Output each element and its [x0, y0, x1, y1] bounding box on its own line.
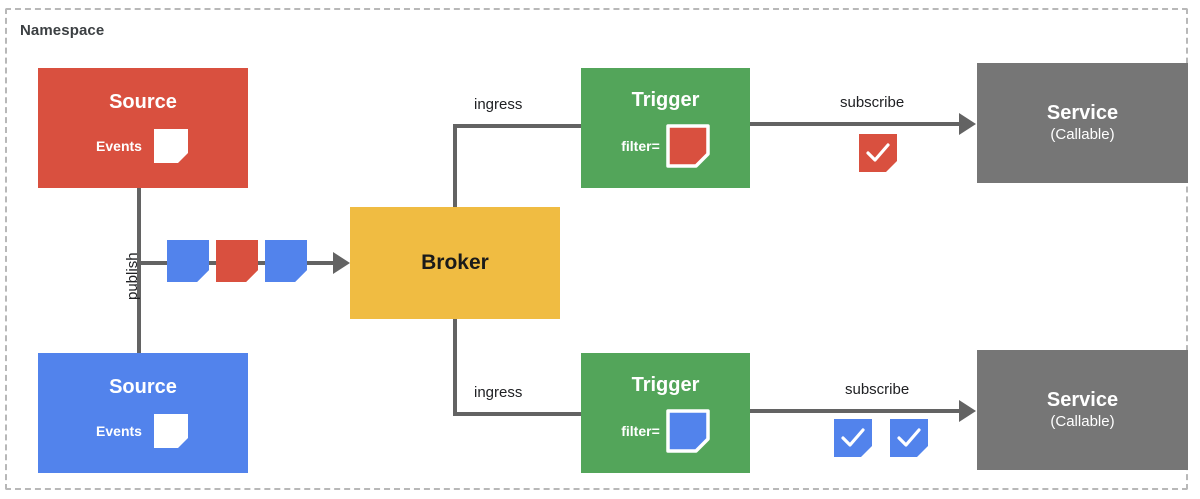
source-blue-events-label: Events: [96, 423, 142, 439]
publish-trunk-line: [137, 180, 141, 360]
ingress-bottom-horizontal-line: [453, 412, 583, 416]
trigger-top-filter-row: filter=: [621, 123, 710, 168]
broker-title: Broker: [421, 251, 489, 275]
event-document-icon: [152, 412, 190, 450]
event-document-icon: [265, 240, 307, 282]
subscribe-bottom-arrowhead: [959, 400, 976, 422]
service-top-title: Service: [1046, 101, 1119, 124]
subscribe-top-label: subscribe: [840, 94, 905, 111]
trigger-bottom-filter-row: filter=: [621, 408, 710, 453]
source-blue-title: Source: [109, 376, 177, 398]
subscribe-top-arrowhead: [959, 113, 976, 135]
trigger-bottom-title: Trigger: [631, 373, 700, 396]
trigger-node-bottom[interactable]: Trigger filter=: [581, 353, 750, 473]
delivery-badge-bottom-blue-1: [834, 419, 872, 462]
trigger-bottom-filter-label: filter=: [621, 422, 660, 439]
ingress-bottom-vertical-line: [453, 317, 457, 416]
event-document-icon: [152, 127, 190, 165]
event-document-icon: [167, 240, 209, 282]
source-node-red[interactable]: Source Events: [38, 68, 248, 188]
trigger-node-top[interactable]: Trigger filter=: [581, 68, 750, 188]
red-check-badge-icon: [859, 134, 897, 172]
source-red-events-label: Events: [96, 138, 142, 154]
event-chip-red-1: [216, 240, 258, 287]
trigger-top-filter-label: filter=: [621, 137, 660, 154]
blue-check-badge-icon: [834, 419, 872, 457]
service-node-bottom[interactable]: Service (Callable): [977, 350, 1188, 470]
service-top-subtitle: (Callable): [1050, 125, 1115, 143]
event-chip-blue-2: [265, 240, 307, 287]
broker-node[interactable]: Broker: [350, 207, 560, 319]
event-chip-blue-1: [167, 240, 209, 287]
publish-label: publish: [124, 252, 141, 300]
service-bottom-title: Service: [1046, 388, 1119, 411]
subscribe-top-line: [750, 122, 965, 126]
source-red-events-row: Events: [96, 127, 190, 165]
service-node-top[interactable]: Service (Callable): [977, 63, 1188, 183]
ingress-top-label: ingress: [474, 96, 523, 113]
red-event-filter-icon: [666, 123, 710, 168]
ingress-top-horizontal-line: [453, 124, 583, 128]
source-red-title: Source: [109, 91, 177, 113]
trigger-top-title: Trigger: [631, 88, 700, 111]
delivery-badge-top-red: [859, 134, 897, 177]
event-document-icon: [216, 240, 258, 282]
subscribe-bottom-line: [750, 409, 965, 413]
source-blue-events-row: Events: [96, 412, 190, 450]
blue-check-badge-icon: [890, 419, 928, 457]
delivery-badge-bottom-blue-2: [890, 419, 928, 462]
service-bottom-subtitle: (Callable): [1050, 412, 1115, 430]
namespace-label: Namespace: [20, 22, 105, 39]
ingress-top-vertical-line: [453, 124, 457, 209]
subscribe-bottom-label: subscribe: [845, 381, 910, 398]
namespace-boundary: [5, 8, 1188, 490]
publish-arrowhead: [333, 252, 350, 274]
source-node-blue[interactable]: Source Events: [38, 353, 248, 473]
blue-event-filter-icon: [666, 408, 710, 453]
ingress-bottom-label: ingress: [474, 384, 523, 401]
